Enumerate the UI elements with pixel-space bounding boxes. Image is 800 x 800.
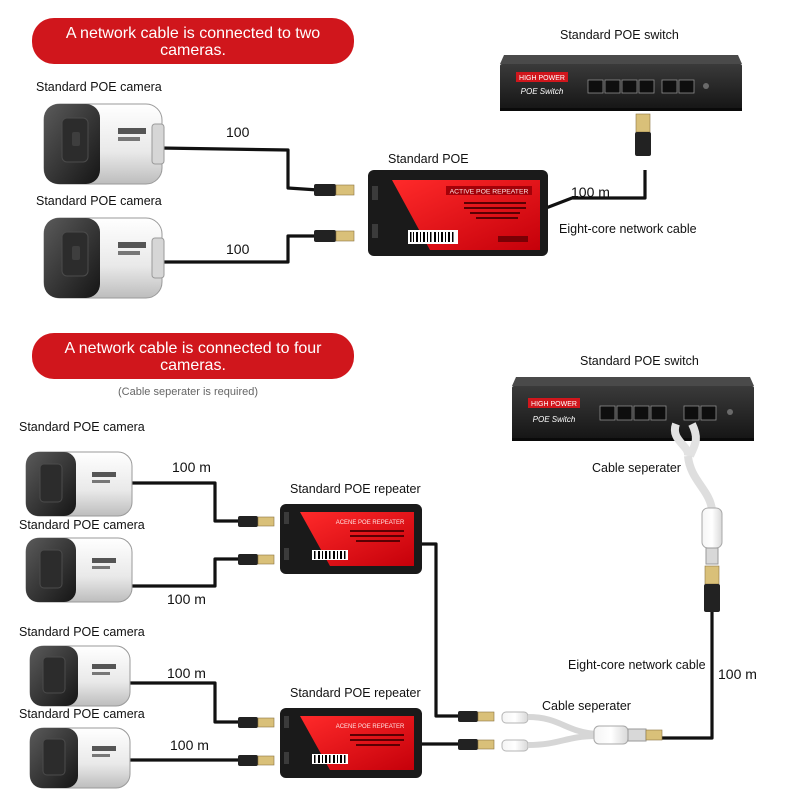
top-banner: A network cable is connected to two came…	[32, 18, 354, 64]
bottom-switch-label: Standard POE switch	[580, 354, 699, 368]
bottom-cable-repeater-1	[420, 542, 460, 718]
barcode-icon	[408, 230, 458, 244]
poe-repeater-icon: ACTIVE POE REPEATER	[368, 170, 548, 256]
rj45-plug-icon	[645, 729, 663, 741]
top-uplink-distance: 100 m	[571, 184, 610, 200]
rj45-plug-icon	[314, 230, 355, 242]
bottom-cable-label: Eight-core network cable	[568, 658, 706, 672]
bottom-switch-badge-1: HIGH POWER	[531, 401, 577, 408]
top-distance-2: 100	[226, 241, 250, 257]
top-cable-label: Eight-core network cable	[559, 222, 697, 236]
bottom-cable-camera-2	[130, 557, 240, 588]
rj45-plug-icon	[635, 113, 651, 156]
top-repeater-label: Standard POE	[388, 152, 469, 166]
bottom-repeater-2-brand: ACENE POE REPEATER	[336, 724, 405, 730]
top-cable-uplink	[545, 170, 647, 210]
top-camera-label-1: Standard POE camera	[36, 80, 162, 94]
bottom-camera-label-3: Standard POE camera	[19, 625, 145, 639]
bottom-distance-1: 100 m	[172, 459, 211, 475]
top-distance-1: 100	[226, 124, 250, 140]
bottom-banner: A network cable is connected to four cam…	[32, 333, 354, 379]
cable-separator-icon	[670, 422, 723, 565]
top-repeater-brand: ACTIVE POE REPEATER	[450, 189, 529, 196]
bottom-distance-4: 100 m	[170, 737, 209, 753]
rj45-plug-icon	[314, 184, 355, 196]
cable-separator-icon	[501, 711, 647, 752]
cables	[128, 146, 714, 762]
bottom-camera-label-1: Standard POE camera	[19, 420, 145, 434]
rj45-plug-icon	[704, 565, 720, 612]
bottom-distance-3: 100 m	[167, 665, 206, 681]
rj45-plug-icon	[458, 739, 495, 750]
top-camera-label-2: Standard POE camera	[36, 194, 162, 208]
bottom-switch-badge-2: POE Switch	[533, 415, 576, 424]
rj45-plug-icon	[238, 554, 275, 565]
bottom-camera-label-2: Standard POE camera	[19, 518, 145, 532]
camera-icon	[29, 645, 131, 707]
bottom-cable-uplink	[660, 612, 714, 740]
top-cable-camera-2	[160, 234, 318, 264]
top-switch-label: Standard POE switch	[560, 28, 679, 42]
top-cable-camera-1	[159, 146, 319, 192]
camera-icon	[25, 451, 133, 517]
top-switch-badge-2: POE Switch	[521, 87, 564, 96]
bottom-cable-camera-1	[130, 481, 240, 523]
top-switch-badge-1: HIGH POWER	[519, 75, 565, 82]
rj45-plug-icon	[238, 717, 275, 728]
bottom-uplink-distance: 100 m	[718, 666, 757, 682]
bottom-repeater-1-brand: ACENE POE REPEATER	[336, 520, 405, 526]
poe-repeater-icon: ACENE POE REPEATER	[280, 504, 422, 574]
rj45-plug-icon	[458, 711, 495, 722]
bottom-note: (Cable seperater is required)	[118, 386, 259, 398]
bottom-camera-label-4: Standard POE camera	[19, 707, 145, 721]
camera-icon	[25, 537, 133, 603]
camera-icon	[29, 727, 131, 789]
bottom-separator-label-2: Cable seperater	[542, 699, 631, 713]
camera-icon	[43, 103, 165, 185]
bottom-repeater-label-1: Standard POE repeater	[290, 482, 421, 496]
bottom-repeater-label-2: Standard POE repeater	[290, 686, 421, 700]
bottom-distance-2: 100 m	[167, 591, 206, 607]
poe-repeater-icon: ACENE POE REPEATER	[280, 708, 422, 778]
bottom-separator-label-1: Cable seperater	[592, 461, 681, 475]
poe-switch-icon: HIGH POWER POE Switch	[500, 55, 742, 111]
camera-icon	[43, 217, 165, 299]
bottom-banner-text: A network cable is connected to four cam…	[64, 340, 322, 374]
poe-switch-icon: HIGH POWER POE Switch	[512, 377, 754, 441]
bottom-cable-camera-3	[128, 681, 240, 724]
rj45-plug-icon	[238, 755, 275, 766]
top-banner-text: A network cable is connected to two came…	[65, 25, 321, 59]
rj45-plug-icon	[238, 516, 275, 527]
